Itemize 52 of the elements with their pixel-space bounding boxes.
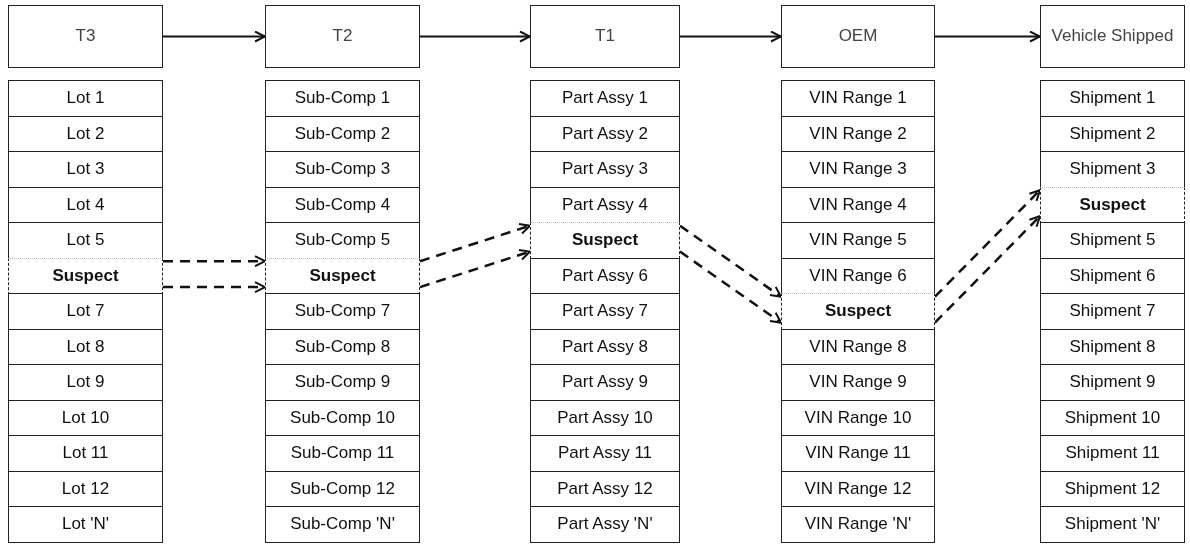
- dashed-arrow: [419, 223, 531, 263]
- list-row: Sub-Comp 9: [265, 364, 420, 401]
- list-row: Shipment 5: [1040, 222, 1185, 259]
- list-row: Sub-Comp 7: [265, 293, 420, 330]
- list-row: VIN Range 5: [781, 222, 935, 259]
- list-row: Sub-Comp 11: [265, 435, 420, 472]
- list-row: VIN Range 'N': [781, 506, 935, 543]
- list-row: Shipment 7: [1040, 293, 1185, 330]
- list-row: Sub-Comp 'N': [265, 506, 420, 543]
- arrow: [162, 30, 266, 43]
- stage-box: T2: [265, 5, 420, 68]
- dashed-arrow: [163, 281, 266, 294]
- dashed-arrow: [934, 215, 1041, 324]
- list-row: Part Assy 11: [530, 435, 680, 472]
- list-row: Part Assy 7: [530, 293, 680, 330]
- list-row: Lot 1: [8, 80, 163, 117]
- list-row: Part Assy 9: [530, 364, 680, 401]
- list-row: VIN Range 11: [781, 435, 935, 472]
- list-row: Sub-Comp 5: [265, 222, 420, 259]
- list-row: Lot 7: [8, 293, 163, 330]
- dashed-arrow: [419, 248, 531, 289]
- list-row: Lot 3: [8, 151, 163, 188]
- arrow: [419, 30, 531, 43]
- list-row: Lot 5: [8, 222, 163, 259]
- stage-box: T3: [8, 5, 163, 68]
- list-row: Lot 'N': [8, 506, 163, 543]
- list-row: Shipment 9: [1040, 364, 1185, 401]
- list-row: Part Assy 3: [530, 151, 680, 188]
- list-row: Shipment 11: [1040, 435, 1185, 472]
- arrow: [679, 30, 782, 43]
- list-row: Shipment 'N': [1040, 506, 1185, 543]
- list-row: Part Assy 'N': [530, 506, 680, 543]
- suspect-row: Suspect: [781, 293, 935, 330]
- list-row: Lot 11: [8, 435, 163, 472]
- suspect-row: Suspect: [530, 222, 680, 259]
- stage-box: OEM: [781, 5, 935, 68]
- dashed-arrow: [163, 255, 266, 268]
- list-row: Sub-Comp 1: [265, 80, 420, 117]
- dashed-arrow: [679, 224, 782, 298]
- list-row: VIN Range 3: [781, 151, 935, 188]
- dashed-arrow: [934, 189, 1041, 298]
- list-row: VIN Range 9: [781, 364, 935, 401]
- stage-box: T1: [530, 5, 680, 68]
- list-row: Part Assy 1: [530, 80, 680, 117]
- arrow: [934, 30, 1041, 43]
- list-row: Shipment 3: [1040, 151, 1185, 188]
- list-row: Lot 9: [8, 364, 163, 401]
- list-row: VIN Range 1: [781, 80, 935, 117]
- stage-box: Vehicle Shipped: [1040, 5, 1185, 68]
- dashed-arrow: [679, 250, 782, 324]
- list-row: Shipment 1: [1040, 80, 1185, 117]
- list-row: Sub-Comp 3: [265, 151, 420, 188]
